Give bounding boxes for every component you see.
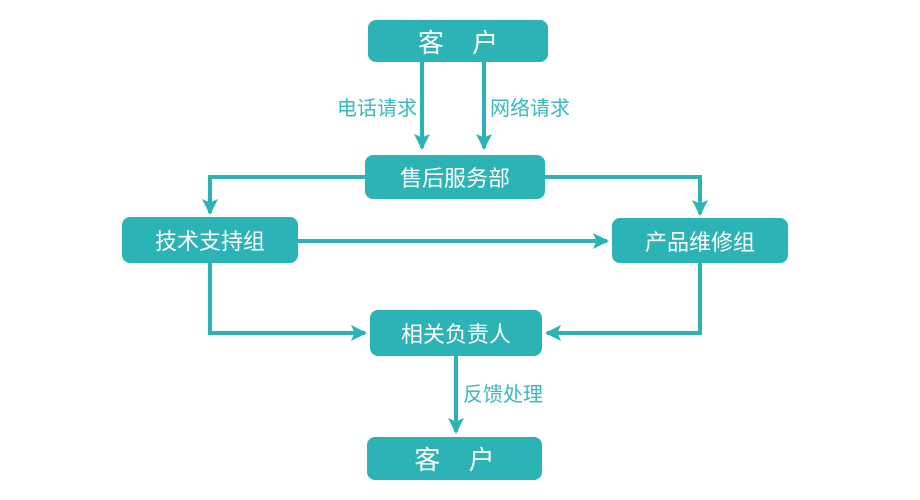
node-responsible-person: 相关负责人 bbox=[370, 310, 542, 356]
arrow-aftersales-to-techsupport bbox=[202, 175, 365, 215]
node-technical-support-group: 技术支持组 bbox=[122, 217, 298, 263]
arrow-aftersales-to-productrepair bbox=[545, 175, 708, 216]
edge-label-feedback-processing: 反馈处理 bbox=[463, 382, 543, 406]
node-customer-bottom: 客 户 bbox=[367, 437, 542, 480]
edge-label-phone-request: 电话请求 bbox=[337, 96, 417, 120]
node-customer-top: 客 户 bbox=[368, 20, 548, 62]
node-after-sales-department: 售后服务部 bbox=[365, 155, 545, 199]
arrow-productrepair-to-responsible bbox=[545, 263, 702, 341]
arrow-techsupport-to-responsible bbox=[208, 263, 367, 341]
edge-label-network-request: 网络请求 bbox=[490, 96, 570, 120]
node-product-repair-group: 产品维修组 bbox=[612, 218, 788, 263]
